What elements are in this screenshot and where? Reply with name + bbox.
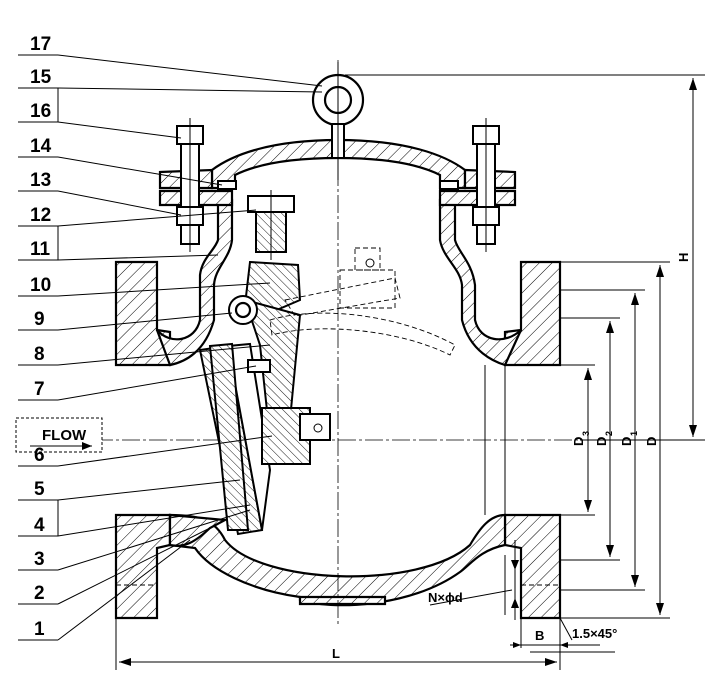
- bonnet-bolt-left: [176, 118, 204, 252]
- dim-holes: N×ϕd: [428, 590, 463, 605]
- part-number-7: 7: [34, 379, 45, 400]
- dim-H: H: [676, 253, 691, 262]
- part-number-8: 8: [34, 344, 45, 365]
- dim-D1: D: [619, 437, 634, 446]
- part-number-10: 10: [30, 275, 51, 296]
- part-number-3: 3: [34, 549, 45, 570]
- center-lines: [95, 60, 580, 625]
- disc: [198, 342, 331, 536]
- part-number-9: 9: [34, 309, 45, 330]
- dimension-labels: H D D 1 D 2 D 3 L B 1.5×45° N×ϕd: [332, 253, 691, 661]
- bonnet-bolt-right: [472, 118, 500, 252]
- dim-D3: D: [571, 437, 586, 446]
- part-number-14: 14: [30, 136, 52, 157]
- hinge-arm: [228, 260, 302, 421]
- part-number-16: 16: [30, 101, 51, 122]
- part-number-12: 12: [30, 205, 51, 226]
- part-callouts: 17 15 16 14 13 12 11 10 9 8 7 6 5 4 3 2 …: [18, 34, 323, 641]
- part-number-15: 15: [30, 67, 52, 88]
- part-number-5: 5: [34, 479, 45, 500]
- part-number-6: 6: [34, 445, 45, 466]
- part-number-11: 11: [30, 239, 51, 260]
- part-number-2: 2: [34, 583, 45, 604]
- dim-B: B: [535, 628, 544, 643]
- dim-D1-subscript: 1: [629, 431, 639, 436]
- part-number-17: 17: [30, 34, 51, 55]
- disc-open-position: [269, 247, 456, 356]
- dim-D3-subscript: 3: [581, 431, 591, 436]
- dim-D2: D: [594, 437, 609, 446]
- plug: [247, 190, 295, 260]
- dimension-lines: [115, 74, 705, 670]
- flow-label: FLOW: [42, 427, 87, 444]
- dim-D2-subscript: 2: [604, 431, 614, 436]
- part-number-1: 1: [34, 619, 45, 640]
- part-number-13: 13: [30, 170, 51, 191]
- dim-D: D: [644, 437, 659, 446]
- flow-indicator: FLOW: [15, 417, 103, 453]
- dim-L: L: [332, 646, 340, 661]
- dim-chamfer: 1.5×45°: [572, 626, 617, 641]
- part-number-4: 4: [34, 515, 45, 536]
